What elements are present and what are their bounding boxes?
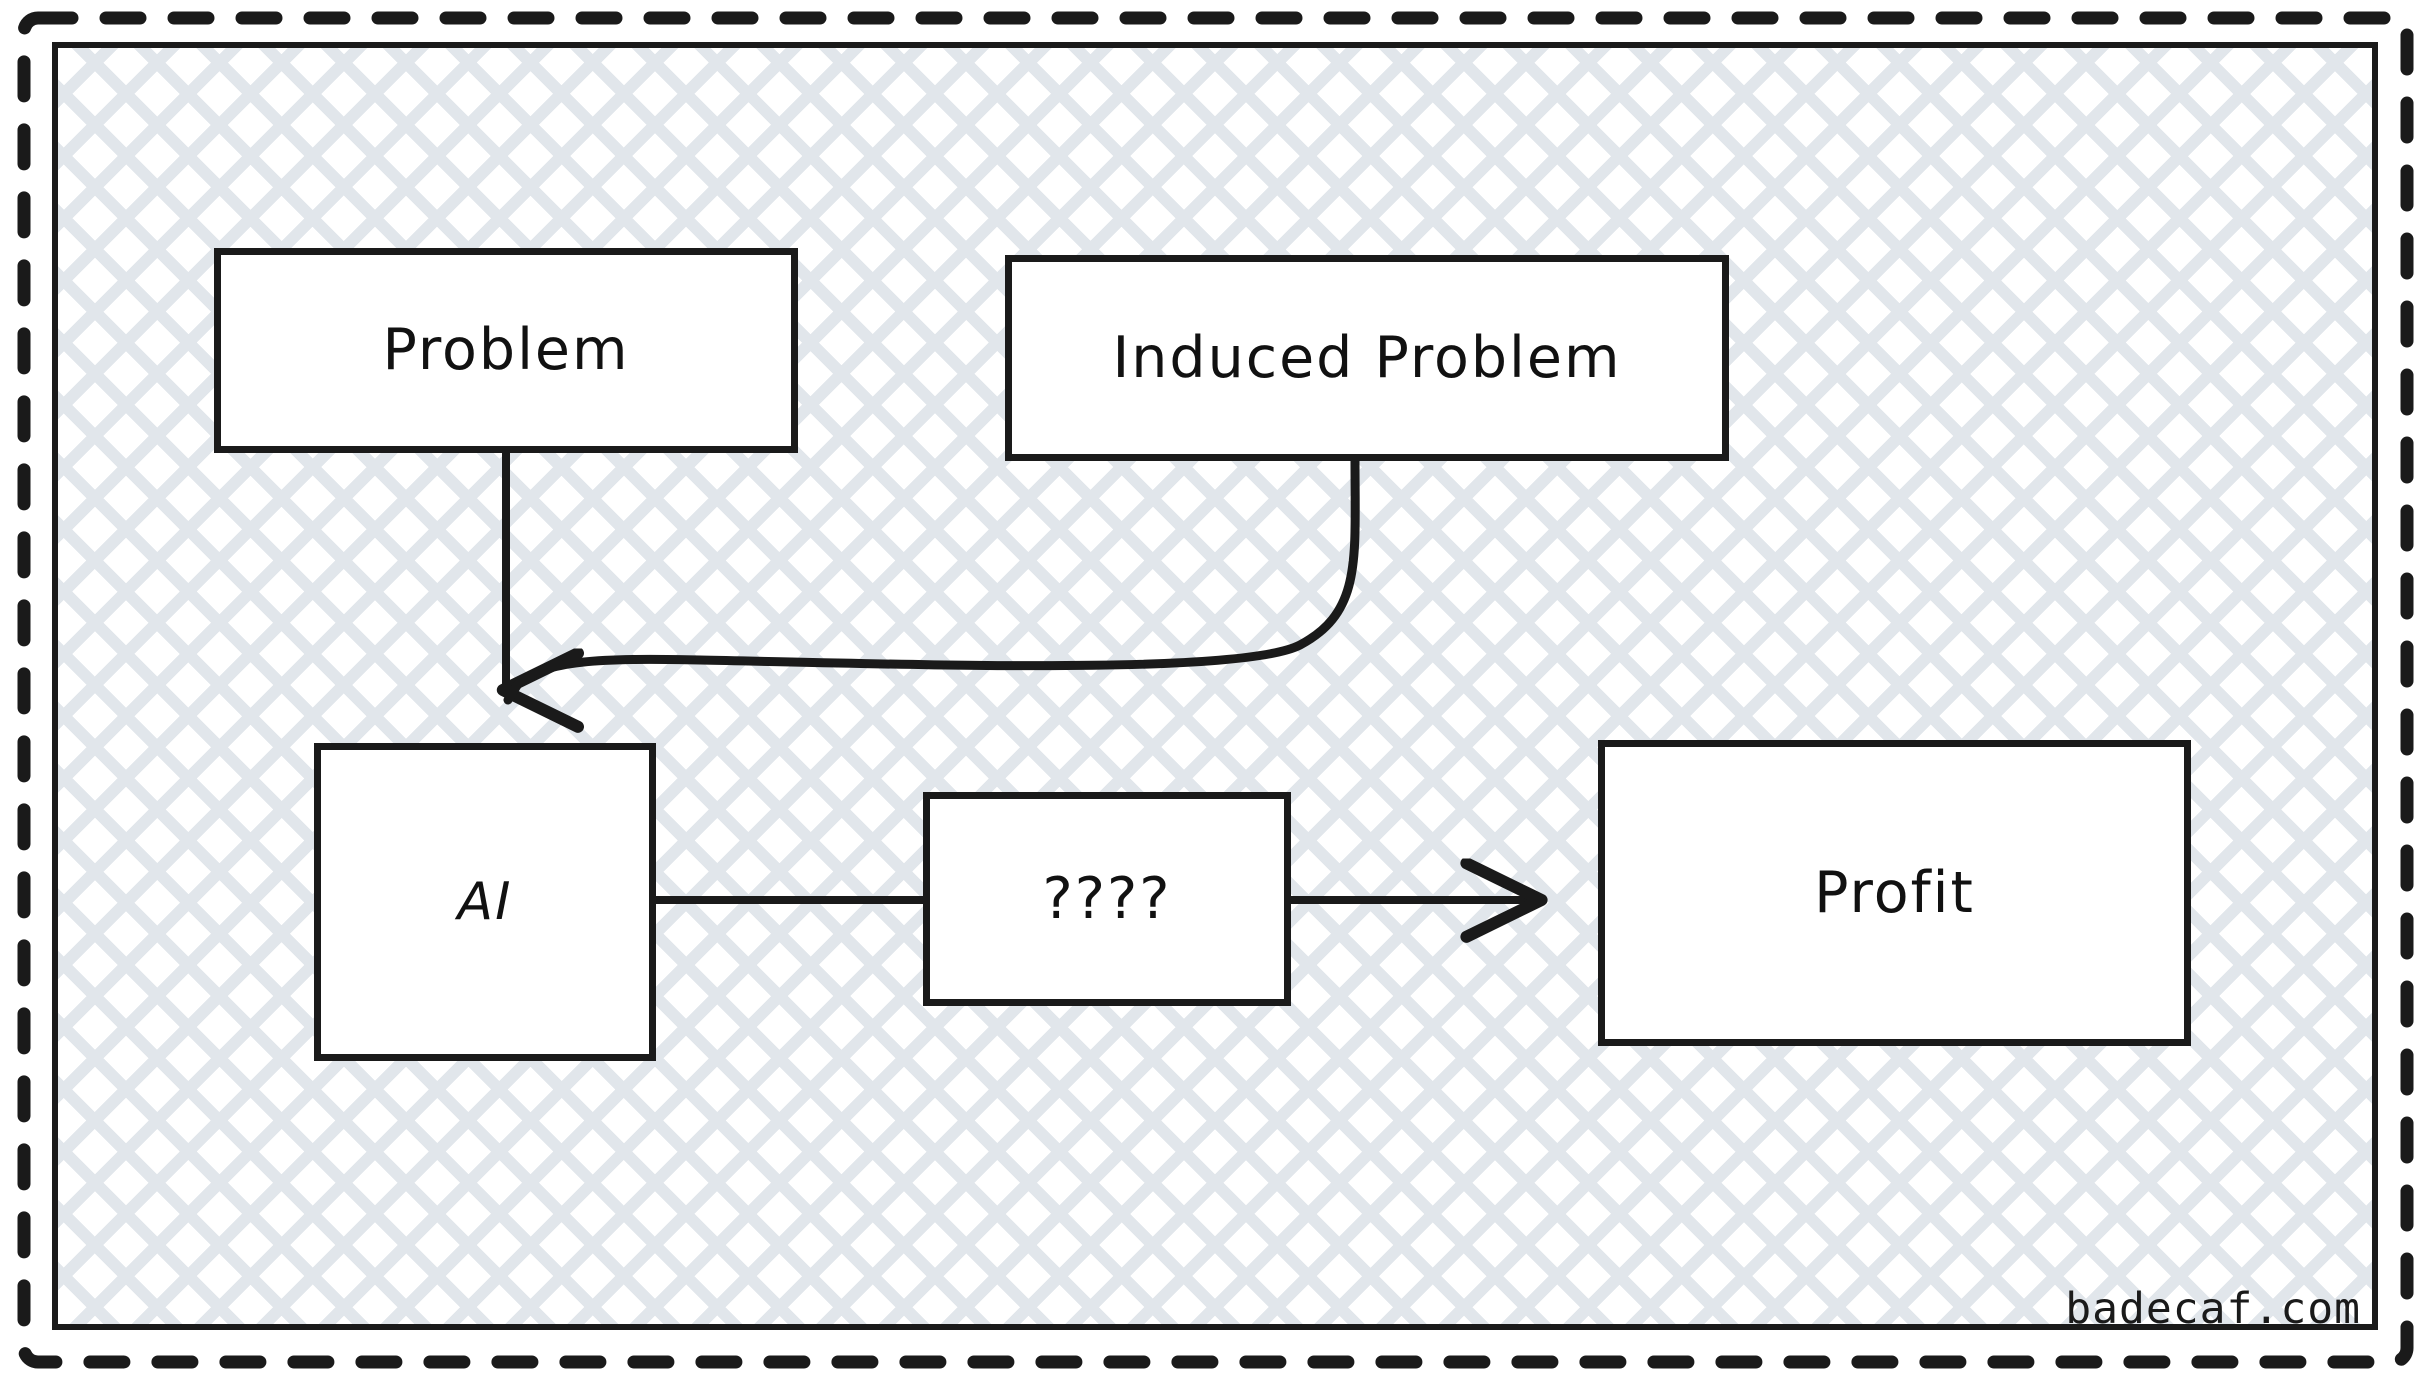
edge-induced-to-ai (503, 456, 1360, 705)
node-unknown-label: ???? (1042, 865, 1172, 932)
node-problem-label: Problem (382, 317, 630, 383)
node-unknown[interactable]: ???? (923, 792, 1291, 1006)
watermark: badecaf.com (2065, 1284, 2361, 1334)
node-profit-label: Profit (1814, 859, 1975, 926)
node-ai-label: AI (457, 872, 513, 932)
node-induced-problem-label: Induced Problem (1112, 324, 1622, 391)
node-induced-problem[interactable]: Induced Problem (1005, 255, 1729, 461)
node-problem[interactable]: Problem (214, 248, 798, 453)
node-ai[interactable]: AI (314, 743, 656, 1061)
node-profit[interactable]: Profit (1598, 740, 2191, 1046)
